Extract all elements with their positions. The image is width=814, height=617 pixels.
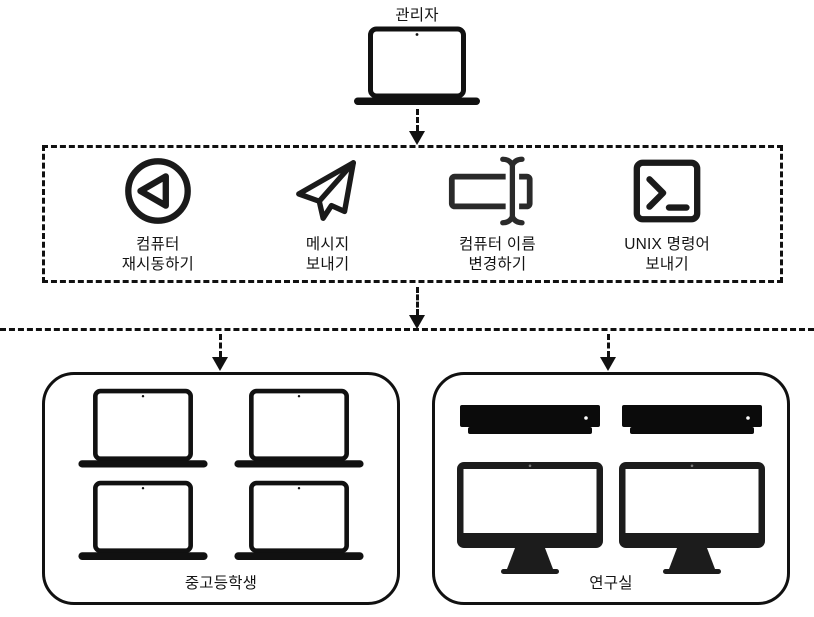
rename-field-icon xyxy=(449,156,533,225)
arrow-actions-to-network xyxy=(409,287,425,329)
arrow-head xyxy=(212,357,228,371)
students-group-box: 중고등학생 xyxy=(42,372,400,605)
action-label-line2: 보내기 xyxy=(305,255,350,273)
action-send-message: 메시지 보내기 xyxy=(253,154,403,275)
actions-panel: 컴퓨터 재시동하기 메시지 보내기 xyxy=(42,145,783,283)
action-label: UNIX 명령어 보내기 xyxy=(624,235,710,275)
lab-group-label: 연구실 xyxy=(589,575,633,592)
action-label-line1: 컴퓨터 이름 xyxy=(458,235,536,253)
lab-workstation xyxy=(619,405,765,574)
arrow-dash xyxy=(218,334,222,357)
laptop-icon xyxy=(78,480,208,560)
action-restart: 컴퓨터 재시동하기 xyxy=(83,154,233,275)
arrow-network-to-lab xyxy=(600,334,616,371)
restart-icon xyxy=(125,157,191,224)
admin-laptop-icon xyxy=(354,26,480,105)
action-label-line2: 재시동하기 xyxy=(121,255,195,273)
arrow-admin-to-actions xyxy=(409,109,425,145)
laptop-icon xyxy=(78,388,208,468)
arrow-head xyxy=(409,315,425,329)
laptop-icon xyxy=(234,388,364,468)
arrow-dash xyxy=(415,287,419,315)
action-label: 메시지 보내기 xyxy=(306,235,349,275)
laptop-icon xyxy=(234,480,364,560)
desktop-monitor-icon xyxy=(457,462,603,574)
students-laptop-grid xyxy=(45,388,397,566)
paper-plane-icon xyxy=(295,159,356,221)
terminal-icon xyxy=(633,159,701,222)
desktop-monitor-icon xyxy=(619,462,765,574)
action-label-line2: 보내기 xyxy=(645,255,689,273)
action-label: 컴퓨터 이름 변경하기 xyxy=(459,235,536,275)
arrow-dash xyxy=(606,334,610,357)
action-label-line1: UNIX 명령어 xyxy=(624,235,710,253)
arrow-dash xyxy=(415,109,419,131)
network-line xyxy=(0,328,814,331)
action-label-line1: 컴퓨터 xyxy=(136,235,180,253)
action-unix-command: UNIX 명령어 보내기 xyxy=(592,154,742,275)
arrow-head xyxy=(409,131,425,145)
action-label-line1: 메시지 xyxy=(305,235,350,253)
arrow-head xyxy=(600,357,616,371)
server-icon xyxy=(622,405,762,434)
action-label-line2: 변경하기 xyxy=(468,255,527,273)
students-group-label: 중고등학생 xyxy=(184,575,258,592)
action-rename-computer: 컴퓨터 이름 변경하기 xyxy=(422,154,572,275)
admin-label: 관리자 xyxy=(395,7,439,24)
arrow-network-to-students xyxy=(212,334,228,371)
server-icon xyxy=(460,405,600,434)
lab-device-grid xyxy=(435,405,787,574)
lab-group-box: 연구실 xyxy=(432,372,790,605)
action-label: 컴퓨터 재시동하기 xyxy=(122,235,194,275)
lab-workstation xyxy=(457,405,603,574)
